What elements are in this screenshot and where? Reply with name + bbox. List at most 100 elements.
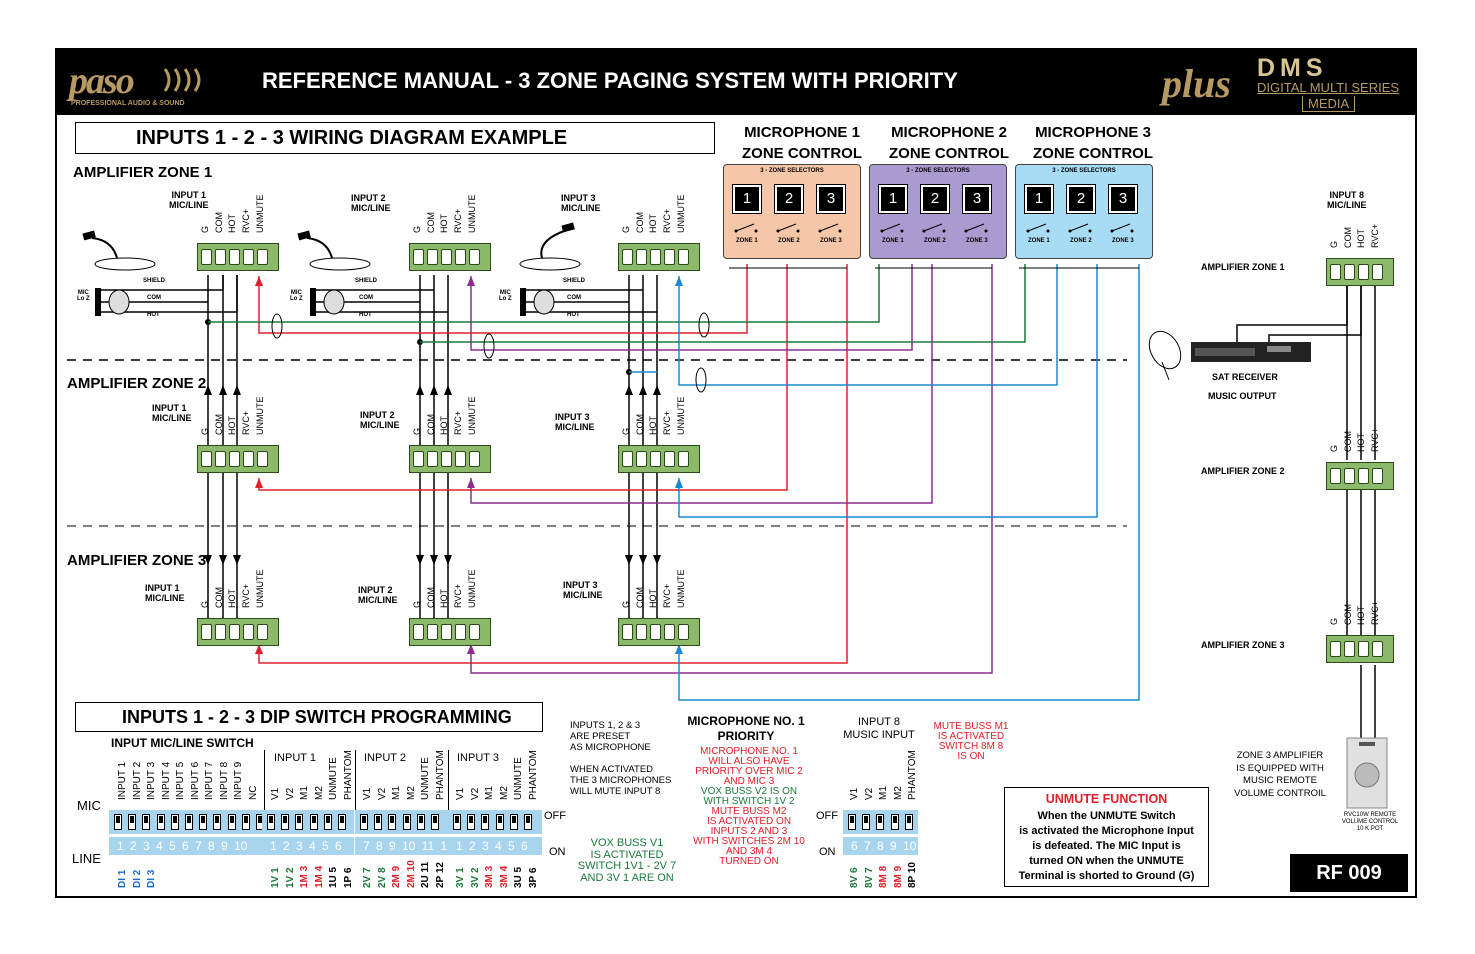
dip-switch[interactable] (453, 814, 461, 830)
terminal-screw (257, 249, 268, 265)
zone-button[interactable]: 2 (920, 184, 950, 214)
dip-column-label: PHANTOM (907, 750, 918, 800)
zone-button[interactable]: 2 (774, 184, 804, 214)
switch-icon (1110, 223, 1134, 233)
dip-switch[interactable] (267, 814, 275, 830)
sat-receiver-label: SAT RECEIVER (1212, 372, 1278, 382)
terminal-screw (636, 451, 647, 467)
com-label-1: COM (147, 295, 161, 301)
dip-switch-bank[interactable] (843, 810, 918, 834)
logo-waves-icon (163, 68, 201, 92)
dip-switch[interactable] (416, 814, 425, 830)
terminal-label: HOT (439, 214, 449, 233)
zone-selector-title: 3 - ZONE SELECTORS (906, 168, 970, 174)
terminal-label: COM (426, 587, 436, 608)
dip-switch[interactable] (431, 814, 439, 830)
dip-switch[interactable] (524, 814, 532, 830)
dip-switch-bank[interactable] (262, 810, 354, 834)
shield-label-1: SHIELD (143, 278, 166, 284)
dip-switch[interactable] (876, 814, 885, 830)
terminal-label: COM (1343, 227, 1353, 248)
dip-separator (355, 750, 356, 810)
dip-switch[interactable] (481, 814, 490, 830)
terminal-label: UNMUTE (255, 194, 265, 234)
dip-column-label: V2 (863, 787, 875, 800)
terminal-screw (469, 451, 480, 467)
dip-column-label: M1 (484, 786, 495, 800)
dip-switch-bank[interactable] (355, 810, 448, 834)
dip-column-label: UNMUTE (328, 757, 339, 800)
zone-button-label: 2 (1069, 187, 1093, 211)
terminal-screw (229, 249, 240, 265)
shield-label-2: SHIELD (355, 278, 378, 284)
dip-column-label: 2M 10 (405, 860, 417, 888)
dip-switch[interactable] (185, 814, 193, 830)
terminal-label: RVC+ (241, 410, 251, 435)
dip-switch[interactable] (388, 814, 397, 830)
dip-separator (448, 750, 449, 810)
dip-switch-bank[interactable] (448, 810, 542, 834)
terminal-screw (1330, 641, 1341, 657)
dip-switch[interactable] (890, 814, 899, 830)
dip-switch[interactable] (509, 814, 518, 830)
terminal-block (1326, 635, 1394, 663)
dip-column-label: 8V 6 (849, 867, 860, 888)
terminal-label: COM (635, 212, 645, 233)
zone-button-label: 3 (1111, 187, 1135, 211)
dip-switch[interactable] (495, 814, 504, 830)
dip-switch[interactable] (402, 814, 411, 830)
dip-column-label: 3P 6 (527, 867, 539, 888)
dip-switch[interactable] (309, 814, 318, 830)
zone-label: ZONE 1 (882, 238, 904, 244)
dip-switch[interactable] (323, 814, 332, 830)
zone-button[interactable]: 3 (816, 184, 846, 214)
unmute-line-1: When the UNMUTE Switch (1037, 810, 1176, 822)
zone-button[interactable]: 2 (1066, 184, 1096, 214)
zone2-label: AMPLIFIER ZONE 2 (67, 375, 207, 392)
dip-switch[interactable] (374, 814, 383, 830)
dip-column-label: 2V 8 (376, 867, 388, 888)
dip-switch[interactable] (199, 814, 208, 830)
dip-column-label: 8P 10 (907, 862, 918, 888)
dip-switch[interactable] (213, 814, 222, 830)
terminal-screw (650, 249, 661, 265)
dip-switch[interactable] (156, 814, 165, 830)
terminal-screw (441, 451, 452, 467)
dip-switch[interactable] (360, 814, 368, 830)
dip-column-label: V2 (284, 787, 296, 800)
terminal-label: UNMUTE (467, 194, 477, 234)
terminal-label: HOT (648, 214, 658, 233)
dip-switch[interactable] (338, 814, 346, 830)
dip-switch[interactable] (142, 814, 151, 830)
dip-switch[interactable] (170, 814, 179, 830)
dip-column-label: PHANTOM (342, 750, 354, 800)
dip-switch[interactable] (467, 814, 476, 830)
dip-switch[interactable] (904, 814, 913, 830)
dip-column-label: 3V 2 (469, 867, 481, 888)
terminal-screw (678, 624, 689, 640)
zone-button[interactable]: 1 (732, 184, 762, 214)
dip-switch[interactable] (862, 814, 871, 830)
dip-switch[interactable] (281, 814, 290, 830)
dip-switch[interactable] (848, 814, 856, 830)
unmute-title: UNMUTE FUNCTION (1045, 792, 1168, 806)
unmute-line-5: Terminal is shorted to Ground (G) (1018, 870, 1195, 882)
zone-button[interactable]: 1 (878, 184, 908, 214)
dip-switch[interactable] (241, 814, 250, 830)
terminal-block (618, 618, 700, 646)
zone-button[interactable]: 3 (1108, 184, 1138, 214)
dip-switch[interactable] (128, 814, 137, 830)
microphone-icon-2 (297, 230, 371, 316)
zone-button[interactable]: 3 (962, 184, 992, 214)
dip-switch[interactable] (295, 814, 304, 830)
terminal-label: UNMUTE (467, 569, 477, 609)
dip-switch[interactable] (227, 814, 236, 830)
terminal-block (197, 618, 279, 646)
dip-column-label: V1 (270, 787, 281, 800)
dip-switch[interactable] (114, 814, 122, 830)
zone-button[interactable]: 1 (1024, 184, 1054, 214)
dip-column-label: PHANTOM (434, 750, 446, 800)
